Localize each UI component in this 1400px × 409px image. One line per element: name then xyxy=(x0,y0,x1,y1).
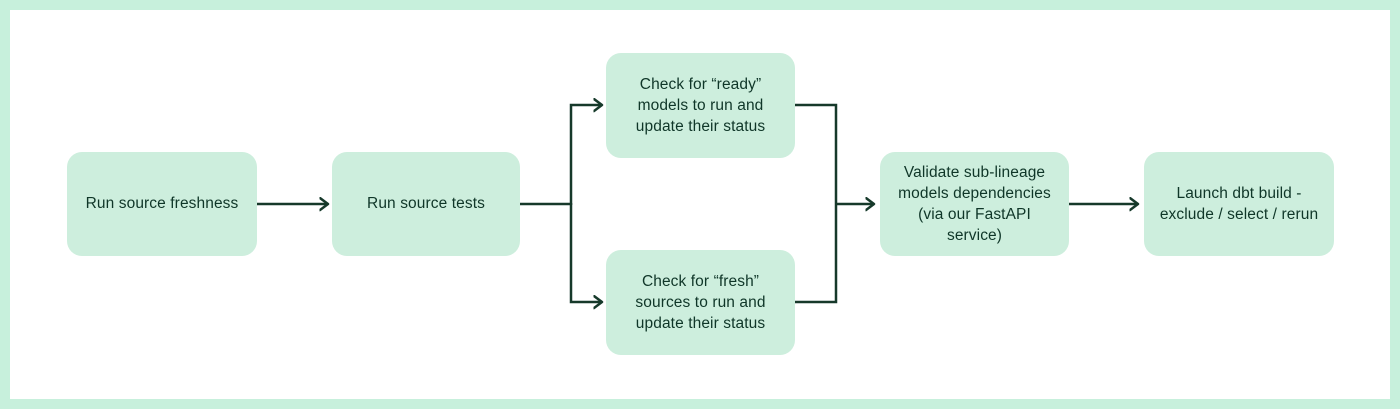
edge-tests-to-check-ready xyxy=(569,105,602,205)
node-launch-dbt-build: Launch dbt build - exclude / select / re… xyxy=(1144,152,1334,256)
node-check-fresh-sources: Check for “fresh” sources to run and upd… xyxy=(606,250,795,355)
node-run-source-freshness: Run source freshness xyxy=(67,152,257,256)
node-check-ready-models: Check for “ready” models to run and upda… xyxy=(606,53,795,158)
node-validate-sublineage-models: Validate sub-lineage models dependencies… xyxy=(880,152,1069,256)
edge-tests-to-check-fresh xyxy=(569,203,602,302)
edge-check-fresh-merge xyxy=(795,204,838,304)
edge-check-ready-merge xyxy=(795,103,838,204)
node-run-source-tests: Run source tests xyxy=(332,152,520,256)
